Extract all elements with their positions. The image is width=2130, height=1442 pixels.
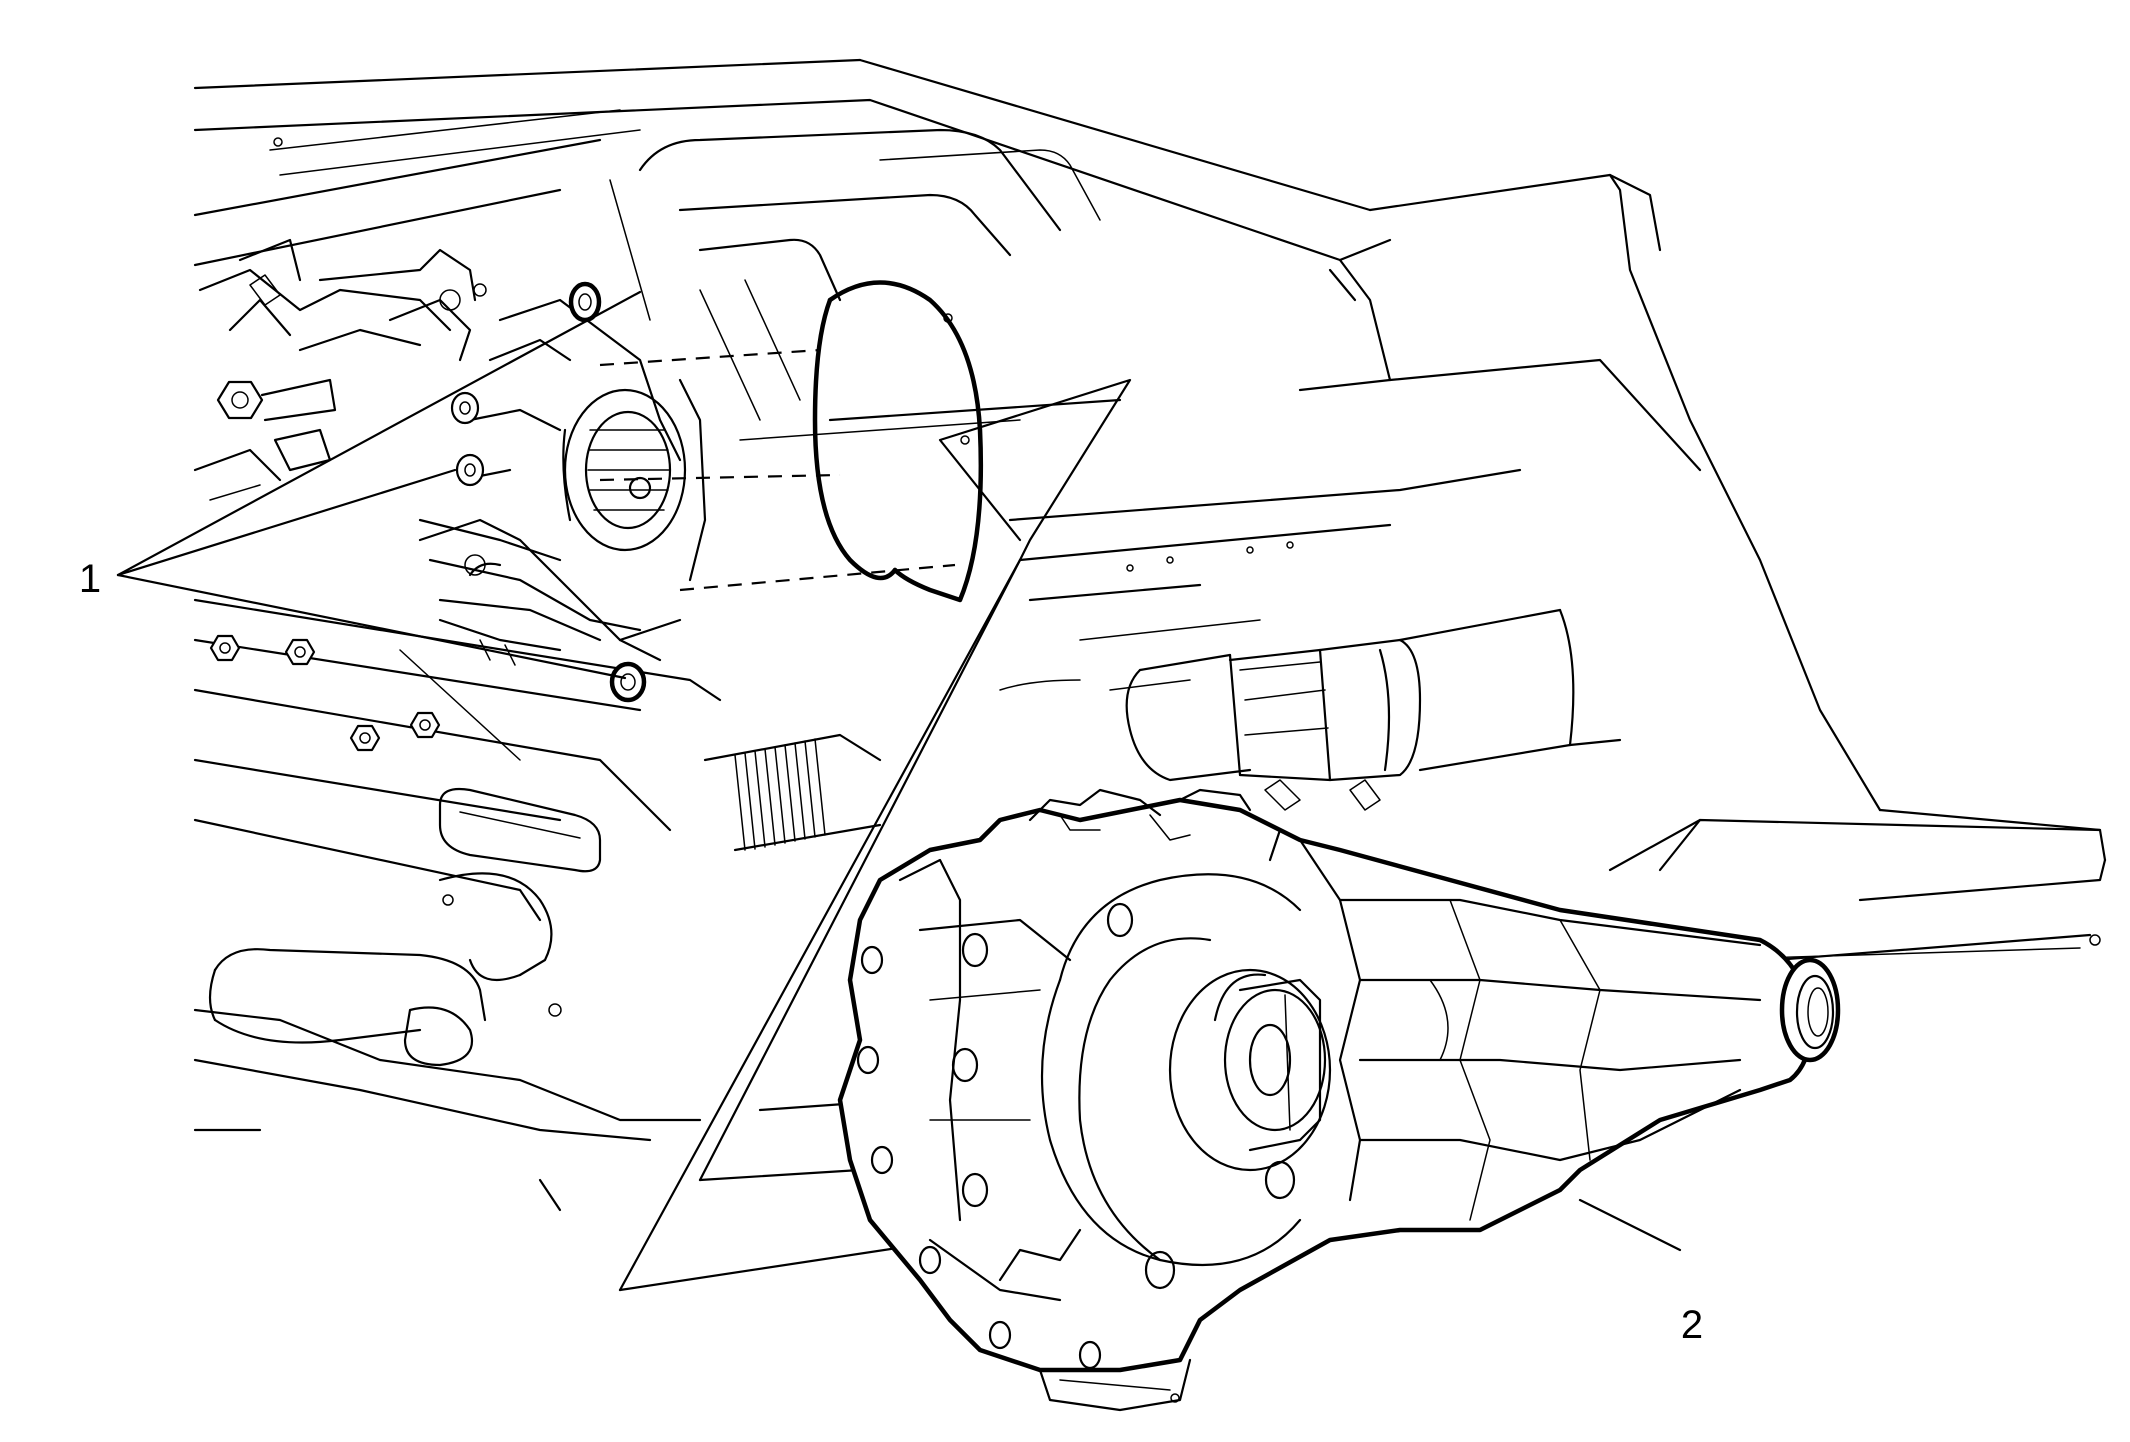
mounting-bolts [450,281,647,703]
rear-output-flange [1779,957,1841,1063]
callout-1-leaders [116,290,642,680]
bolt-middle-2 [455,453,485,487]
case-perimeter-bolts [856,902,1296,1370]
propeller-shaft [1125,608,1622,811]
transfer-case [618,378,1841,1412]
callout-2-leader [1578,1198,1682,1252]
crossmember-bolts [209,634,441,752]
bolt-upper [568,281,602,323]
vehicle-underbody [193,58,2107,1212]
bolt-lower [609,661,647,703]
callout-1-label: 1 [79,557,101,601]
bolt-middle-1 [450,391,480,425]
flex-pipe [703,733,882,852]
alignment-lines [599,348,956,592]
transmission-mounting-area [193,238,707,666]
bearing-retainer [562,378,707,582]
callout-2-label: 2 [1681,1303,1703,1347]
